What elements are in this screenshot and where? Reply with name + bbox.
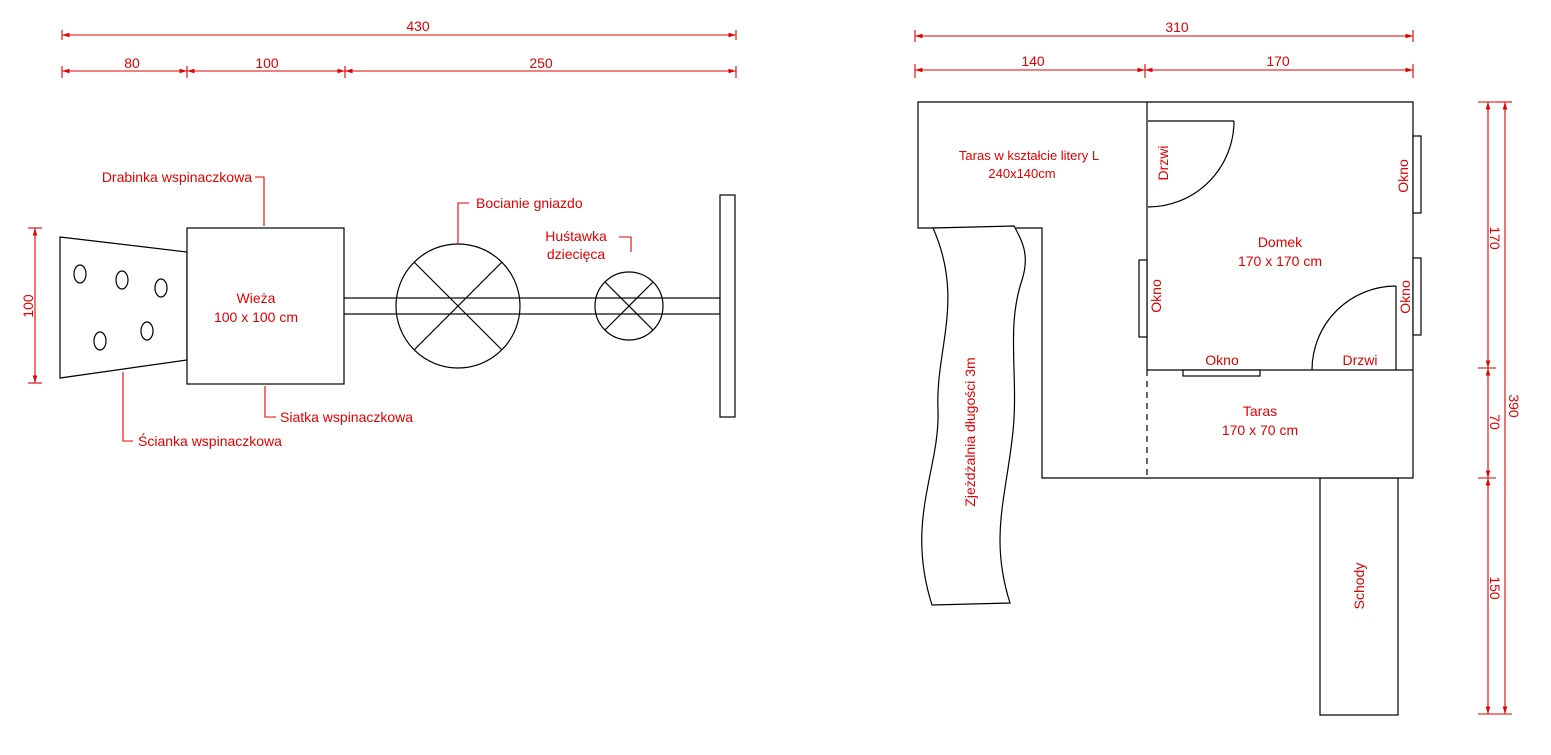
dimension-label: 140 xyxy=(1021,53,1045,69)
dimension-segments: 140 170 xyxy=(914,53,1414,78)
slide: Zjeżdżalnia długości 3m xyxy=(921,225,1026,606)
left-plan: 430 80 100 250 100 xyxy=(20,18,737,449)
swing-label-line1: Huśtawka xyxy=(545,228,607,244)
l-shaped-terrace: Taras w kształcie litery L 240x140cm xyxy=(917,101,1414,479)
terrace-label: Taras xyxy=(1243,403,1277,419)
door-label: Drzwi xyxy=(1343,352,1378,368)
climbing-wall xyxy=(59,236,188,379)
door-bottom: Drzwi xyxy=(1311,285,1397,371)
dimension-label: 170 xyxy=(1266,53,1290,69)
dimension-label: 150 xyxy=(1487,576,1503,600)
dimension-label: 390 xyxy=(1506,394,1522,418)
stairs: Schody xyxy=(1319,477,1399,716)
dimension-total-width: 430 xyxy=(61,18,737,40)
house-label: Domek xyxy=(1258,234,1303,250)
annotations: Drabinka wspinaczkowa Bocianie gniazdo H… xyxy=(102,169,632,449)
tower-label: Wieża xyxy=(237,290,276,306)
tower: Wieża 100 x 100 cm xyxy=(186,227,345,385)
dimension-label: 100 xyxy=(20,294,36,318)
dimension-label: 70 xyxy=(1487,414,1503,430)
terrace-l-size-label: 240x140cm xyxy=(988,166,1055,181)
stork-nest-label: Bocianie gniazdo xyxy=(476,195,583,211)
window-label: Okno xyxy=(1205,352,1239,368)
house-size-label: 170 x 170 cm xyxy=(1238,253,1322,269)
door-label: Drzwi xyxy=(1155,146,1171,181)
right-plan: 310 140 170 170 70 150 390 xyxy=(914,19,1522,716)
dimension-segments: 80 100 250 xyxy=(61,55,737,78)
door-top: Drzwi xyxy=(1147,120,1235,208)
dimension-label: 80 xyxy=(124,55,140,71)
dimension-label: 250 xyxy=(529,55,553,71)
dimension-label: 170 xyxy=(1487,226,1503,250)
dimension-heights: 170 70 150 390 xyxy=(1478,101,1522,715)
dimension-height: 100 xyxy=(20,227,42,384)
swing-support-post xyxy=(719,194,736,418)
terrace-l-label: Taras w kształcie litery L xyxy=(959,148,1099,163)
window-right-top: Okno xyxy=(1395,135,1422,214)
tower-size-label: 100 x 100 cm xyxy=(214,309,298,325)
child-swing xyxy=(594,271,664,341)
window-bottom: Okno xyxy=(1182,352,1261,377)
swing-label-line2: dziecięca xyxy=(547,246,606,262)
house: Domek 170 x 170 cm Drzwi Okno Okno O xyxy=(1138,120,1422,377)
climbing-wall-label: Ścianka wspinaczkowa xyxy=(138,432,282,449)
terrace: Taras 170 x 70 cm xyxy=(1222,403,1298,438)
terrace-size-label: 170 x 70 cm xyxy=(1222,422,1298,438)
dimension-label: 310 xyxy=(1165,19,1189,35)
climbing-ladder-label: Drabinka wspinaczkowa xyxy=(102,169,252,185)
window-label: Okno xyxy=(1148,279,1164,313)
slide-label: Zjeżdżalnia długości 3m xyxy=(962,357,978,506)
climbing-net-label: Siatka wspinaczkowa xyxy=(280,409,413,425)
window-right-bottom: Okno xyxy=(1397,257,1422,336)
dimension-total-width: 310 xyxy=(914,19,1414,42)
window-label: Okno xyxy=(1395,159,1411,193)
dimension-label: 100 xyxy=(255,55,279,71)
dimension-label: 430 xyxy=(406,18,430,34)
stairs-label: Schody xyxy=(1351,563,1367,610)
window-left: Okno xyxy=(1138,259,1164,338)
window-label: Okno xyxy=(1397,280,1413,314)
